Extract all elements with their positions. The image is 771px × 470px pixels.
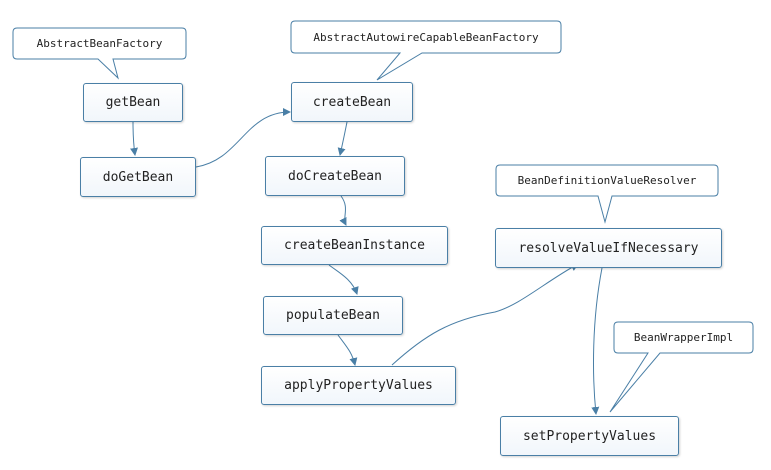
edge-dogetbean-to-createbean — [195, 108, 291, 168]
node-create-bean-instance: createBeanInstance — [261, 226, 448, 265]
node-resolve-value-if-necessary: resolveValueIfNecessary — [495, 228, 722, 268]
callout-bean-definition-value-resolver — [495, 164, 719, 224]
edge-createbeaninstance-to-populatebean — [328, 264, 359, 295]
note-abstract-autowire-capable-bean-factory: AbstractAutowireCapableBeanFactory — [313, 30, 539, 44]
edge-docreatebean-to-createbeaninstance — [339, 195, 347, 226]
node-apply-property-values: applyPropertyValues — [261, 366, 456, 405]
node-create-bean: createBean — [291, 82, 413, 122]
note-bean-wrapper-impl: BeanWrapperImpl — [633, 331, 734, 344]
node-get-bean: getBean — [83, 83, 183, 122]
edge-resolvevalueifnecessary-to-setpropertyvalues — [591, 267, 603, 415]
edge-createbean-to-docreatebean — [337, 121, 348, 156]
note-bean-definition-value-resolver: BeanDefinitionValueResolver — [517, 174, 697, 187]
edge-populatebean-to-applypropertyvalues — [337, 334, 358, 366]
callout-abstract-autowire-capable-bean-factory — [290, 20, 562, 81]
node-populate-bean: populateBean — [263, 296, 403, 335]
edge-applypropertyvalues-to-resolvevalueifnecessary — [391, 263, 579, 366]
note-abstract-bean-factory: AbstractBeanFactory — [36, 37, 163, 50]
node-set-property-values: setPropertyValues — [500, 416, 679, 456]
edge-getbean-to-dogetbean — [130, 121, 138, 156]
node-do-get-bean: doGetBean — [80, 157, 196, 197]
node-do-create-bean: doCreateBean — [265, 156, 405, 196]
callout-abstract-bean-factory — [12, 27, 187, 80]
callout-bean-wrapper-impl — [609, 321, 754, 413]
